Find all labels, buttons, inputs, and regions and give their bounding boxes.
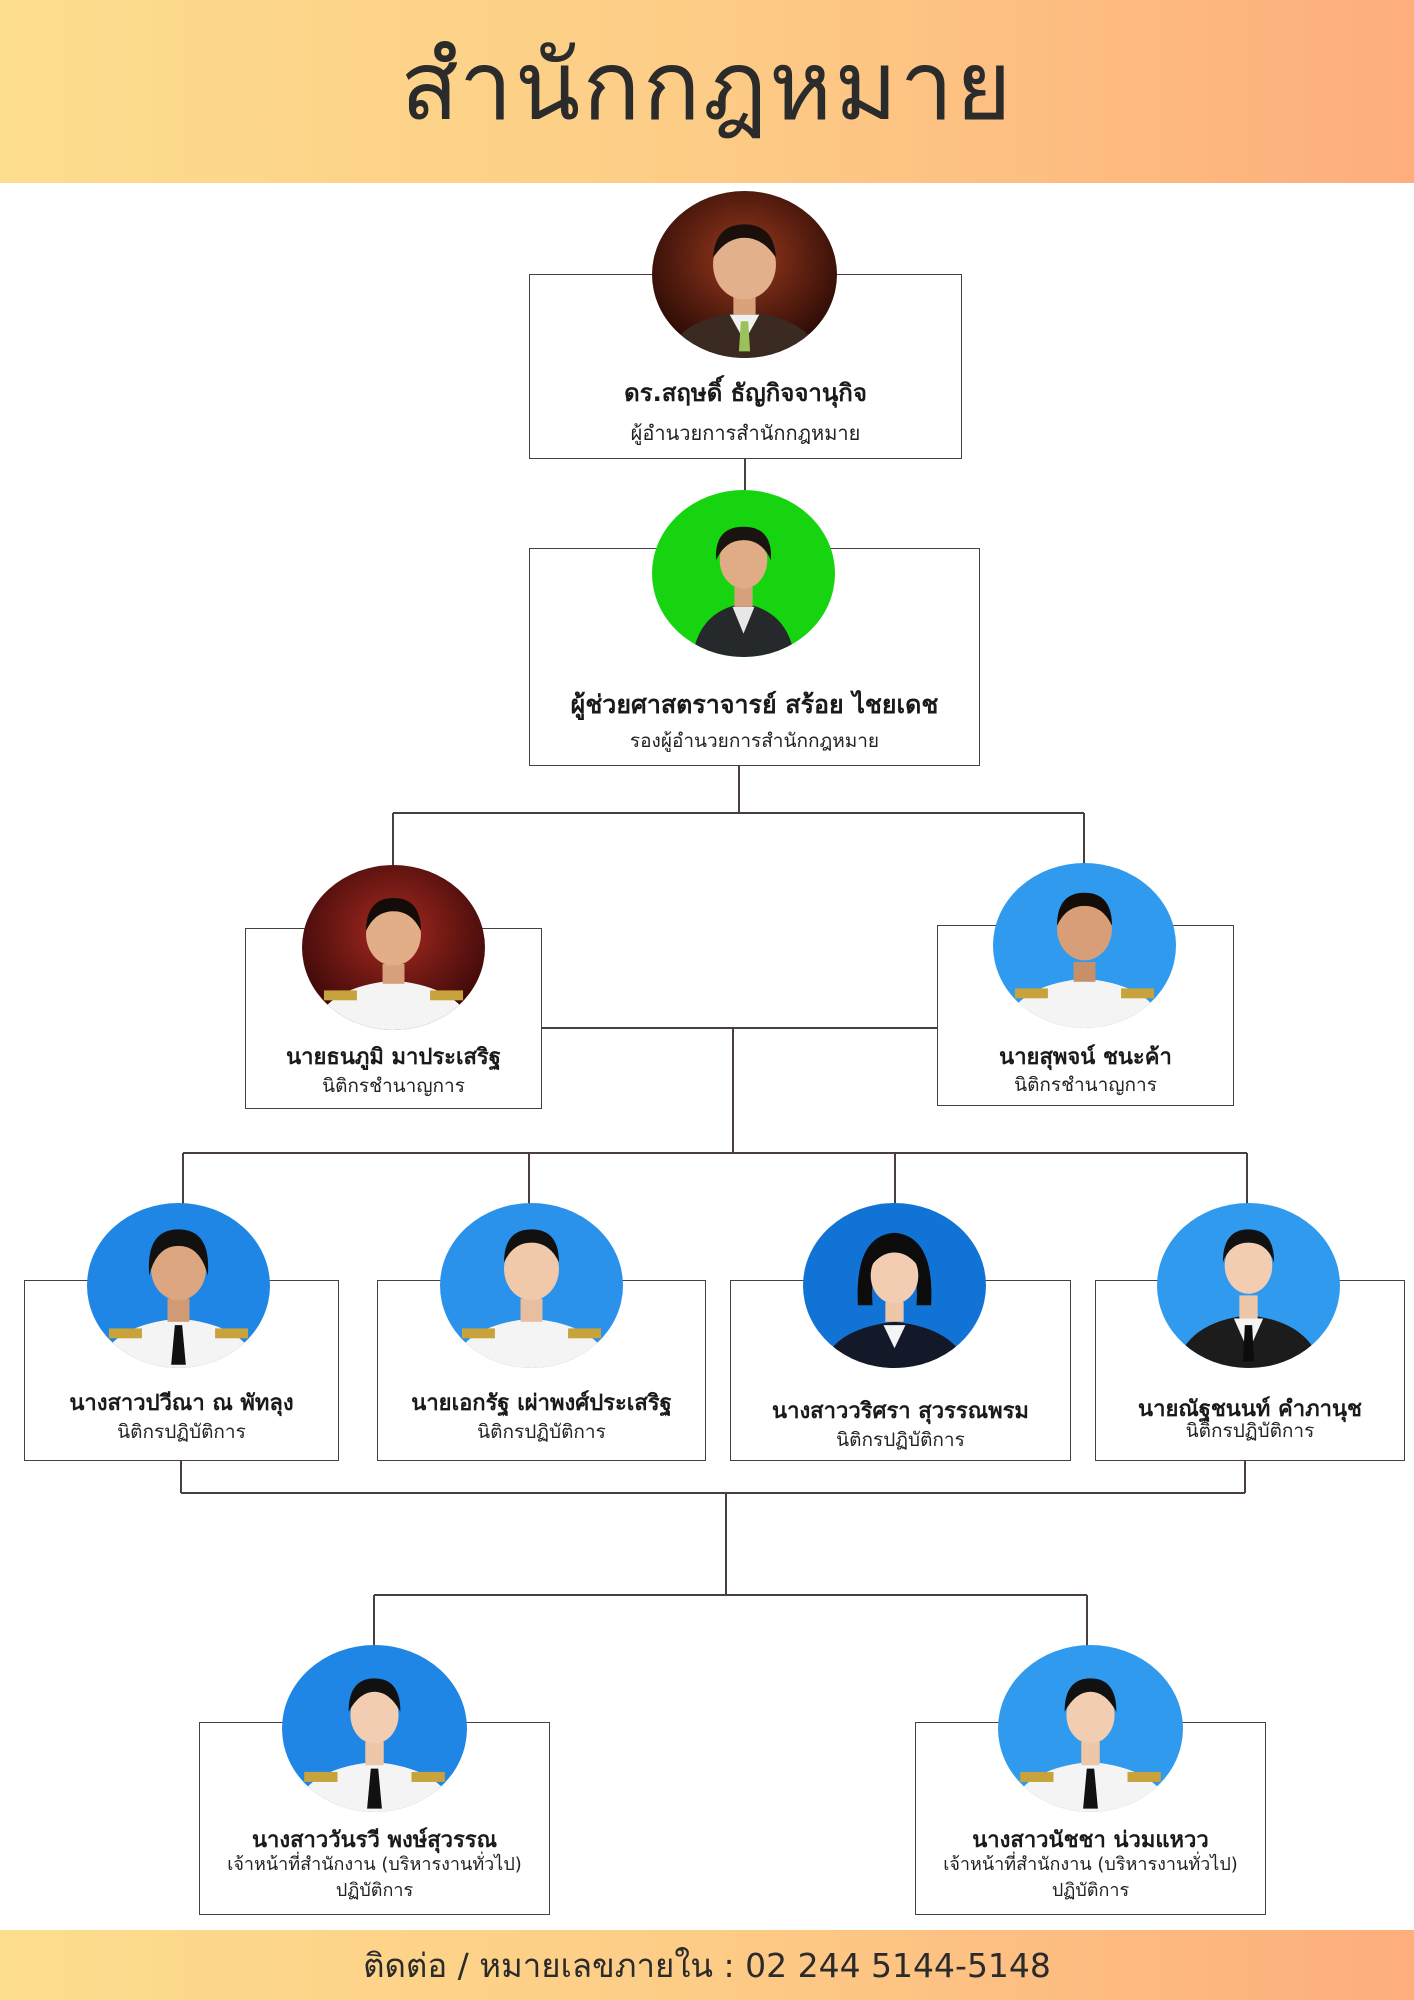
person-name: นางสาวนัชชา น่วมแหวว (972, 1828, 1209, 1853)
person-card: นางสาววริศรา สุวรรณพรม นิติกรปฏิบัติการ (730, 1280, 1071, 1461)
person-position-line2: ปฏิบัติการ (1051, 1880, 1130, 1901)
contact-info: ติดต่อ / หมายเลขภายใน : 02 244 5144-5148 (363, 1945, 1051, 1985)
person-position: นิติกรชำนาญการ (1014, 1074, 1157, 1096)
person-name: นางสาววันรวี พงษ์สุวรรณ (251, 1828, 498, 1853)
person-name: นายเอกรัฐ เผ่าพงศ์ประเสริฐ (411, 1391, 672, 1416)
person-name: นางสาววริศรา สุวรรณพรม (772, 1399, 1029, 1424)
footer-banner: ติดต่อ / หมายเลขภายใน : 02 244 5144-5148 (0, 1930, 1414, 2000)
person-name: ดร.สฤษดิ์ ธัญกิจจานุกิจ (624, 379, 867, 407)
person-name: นายณัฐชนนท์ คำภานุช (1138, 1397, 1362, 1422)
person-name: นายธนภูมิ มาประเสริฐ (286, 1045, 501, 1070)
header-banner: สำนักกฎหมาย (0, 0, 1414, 183)
person-position-line2: ปฏิบัติการ (335, 1880, 414, 1901)
person-name: นางสาวปวีณา ณ พัทลุง (69, 1391, 294, 1416)
person-photo (652, 191, 837, 358)
person-photo (993, 863, 1176, 1028)
person-position: นิติกรปฏิบัติการ (1185, 1420, 1315, 1442)
person-name: ผู้ช่วยศาสตราจารย์ สร้อย ไชยเดช (570, 690, 939, 719)
person-photo (302, 865, 485, 1030)
person-photo (87, 1203, 270, 1368)
person-position: ผู้อำนวยการสำนักกฎหมาย (630, 421, 861, 445)
person-photo (998, 1645, 1183, 1812)
person-position: นิติกรปฏิบัติการ (477, 1421, 606, 1443)
person-position: รองผู้อำนวยการสำนักกฎหมาย (629, 730, 880, 752)
person-photo (803, 1203, 986, 1368)
person-photo (652, 490, 835, 657)
person-name: นายสุพจน์ ชนะค้า (999, 1045, 1172, 1070)
person-photo (282, 1645, 467, 1812)
person-photo (440, 1203, 623, 1368)
page-title: สำนักกฎหมาย (400, 29, 1014, 142)
person-position: เจ้าหน้าที่สำนักงาน (บริหารงานทั่วไป) (227, 1854, 522, 1875)
person-position: นิติกรปฏิบัติการ (117, 1421, 246, 1443)
person-position: นิติกรชำนาญการ (322, 1075, 465, 1097)
person-position: นิติกรปฏิบัติการ (836, 1429, 965, 1451)
person-position: เจ้าหน้าที่สำนักงาน (บริหารงานทั่วไป) (943, 1854, 1238, 1875)
person-photo (1157, 1203, 1340, 1368)
